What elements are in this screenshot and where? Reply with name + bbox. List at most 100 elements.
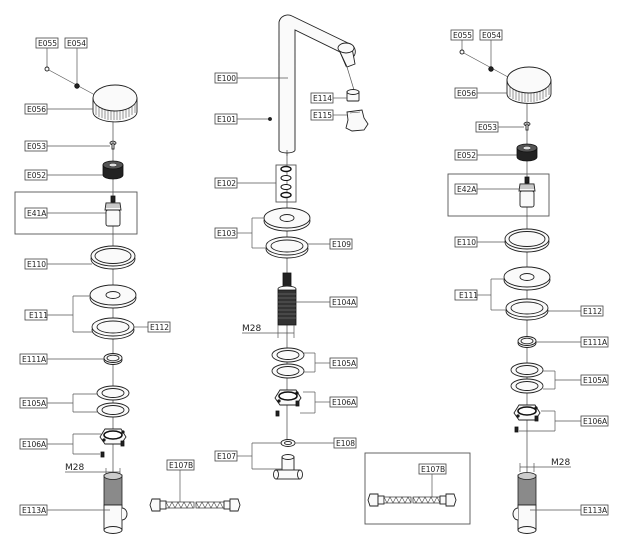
label-right-e105a: E105A [580,374,609,386]
label-center-e105a: E105A [329,357,358,369]
svg-text:E102: E102 [217,179,236,188]
svg-text:E056: E056 [457,89,476,98]
tee-fitting-e107 [273,454,303,480]
label-left-e111: E111 [24,309,48,321]
set-screw-e101 [268,117,272,121]
svg-text:E107B: E107B [169,461,193,470]
hose-e107b-left [149,498,241,512]
group-box-e41a [14,191,138,235]
svg-text:E053: E053 [478,123,497,132]
svg-text:E112: E112 [583,307,602,316]
left-assembly: E055 E054 E056 [14,37,241,534]
label-right-e107b: E107B [418,463,447,475]
label-left-e054: E054 [64,37,88,49]
svg-text:E105A: E105A [332,359,357,368]
svg-text:E106A: E106A [332,398,357,407]
label-right-e056: E056 [454,87,478,99]
label-right-e113a: E113A [580,504,609,516]
label-center-e102: E102 [214,177,238,189]
svg-text:E105A: E105A [583,376,608,385]
svg-text:M28: M28 [65,463,84,473]
svg-text:E113A: E113A [583,506,608,515]
dimension-right-m28: M28 [519,458,571,472]
label-center-e104a: E104A [329,296,358,308]
knob-e056 [92,84,138,123]
svg-text:M28: M28 [242,324,261,334]
escutcheon-e111 [89,284,137,309]
label-left-e112: E112 [147,321,171,333]
label-center-e109: E109 [329,238,353,250]
spout-e100 [278,14,356,156]
label-right-e111: E111 [454,289,478,301]
label-left-e111a: E111A [19,353,48,365]
svg-text:E105A: E105A [22,399,47,408]
right-assembly: E055 E054 E056 E053 [364,29,609,534]
flange-e106a-center [274,389,302,417]
svg-text:E103: E103 [217,229,236,238]
label-right-e112: E112 [580,305,604,317]
washers-right-e105a [510,362,544,394]
threaded-shank-e104a [277,272,297,326]
svg-text:E107: E107 [217,452,236,461]
valve-body-right-e113a [512,472,537,534]
aerator-housing-e115 [345,109,369,132]
svg-text:E110: E110 [457,238,476,247]
label-center-e107: E107 [214,450,238,462]
svg-text:E055: E055 [453,31,472,40]
label-right-e053: E053 [475,121,499,133]
gasket-right-e112 [505,298,549,321]
svg-text:E053: E053 [27,142,46,151]
valve-body-e113a [103,472,128,534]
svg-text:E056: E056 [27,105,46,114]
screw-e053 [109,140,117,150]
svg-text:E101: E101 [217,115,236,124]
svg-text:M28: M28 [551,458,570,468]
washers-e105a [96,385,130,418]
o-rings-e102 [280,165,292,199]
svg-text:E110: E110 [27,260,46,269]
label-center-e106a: E106A [329,396,358,408]
indicator-cap-right-e054 [488,66,494,72]
svg-text:E107B: E107B [421,465,445,474]
svg-text:E054: E054 [67,39,86,48]
o-ring-right-e111a [517,336,537,348]
dimension-center-m28: M28 [242,324,295,338]
set-screw-e055 [44,66,50,72]
gasket-e112 [91,317,135,340]
svg-text:E114: E114 [313,94,332,103]
svg-text:E111: E111 [459,291,478,300]
label-left-e056: E056 [24,103,48,115]
label-left-e107b: E107B [166,459,195,471]
svg-text:E054: E054 [482,31,501,40]
o-ring-e111a [103,353,123,365]
svg-text:E115: E115 [313,111,332,120]
cartridge-e41a [104,195,122,227]
hose-e107b-right [367,493,457,507]
washer-e108 [280,439,296,447]
aerator-e114 [346,89,360,102]
label-right-e054: E054 [479,29,503,41]
group-box-e102 [275,164,297,203]
label-left-e055: E055 [35,37,59,49]
svg-text:E111: E111 [29,311,48,320]
svg-text:E100: E100 [217,74,236,83]
svg-text:E055: E055 [38,39,57,48]
label-center-e114: E114 [310,92,334,104]
gasket-e109 [265,236,309,259]
set-screw-right-e055 [459,49,465,55]
svg-text:E111A: E111A [583,338,608,347]
label-center-e108: E108 [333,437,357,449]
label-left-e052: E052 [24,169,48,181]
group-box-e42a [447,173,550,217]
svg-text:E106A: E106A [583,417,608,426]
flange-e106a [99,428,127,458]
label-right-e055: E055 [450,29,474,41]
label-left-e053: E053 [24,140,48,152]
label-center-e115: E115 [310,109,334,121]
flange-right-e106a [513,404,541,433]
label-right-e110: E110 [454,236,478,248]
svg-text:E41A: E41A [27,209,47,218]
label-right-e42a: E42A [454,183,478,195]
spline-adapter-right-e052 [516,143,538,162]
